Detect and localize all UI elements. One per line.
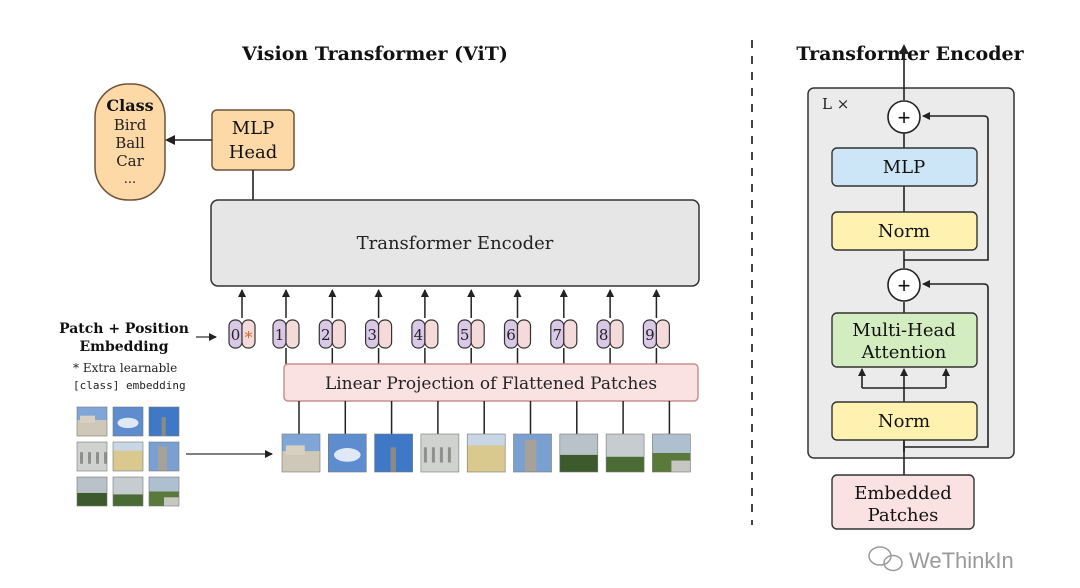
flattened-patch-2 xyxy=(327,433,367,473)
grid-patch-4 xyxy=(76,441,108,472)
token-embedding-pill xyxy=(470,319,485,349)
residual-1 xyxy=(903,280,989,452)
class-box-title: Class xyxy=(106,96,153,115)
class-item-ball: Ball xyxy=(115,134,145,152)
flattened-patch-9 xyxy=(652,433,691,473)
token-embedding-pill xyxy=(378,319,393,349)
norm-block-bottom: Norm xyxy=(831,401,978,441)
transformer-encoder-box: Transformer Encoder xyxy=(210,199,700,287)
mlp-head-box: MLP Head xyxy=(211,109,295,171)
token-number: 7 xyxy=(553,326,563,344)
input-image-grid xyxy=(76,406,180,507)
token-4: 4 xyxy=(411,289,439,364)
class-item-car: Car xyxy=(116,152,144,170)
grid-patch-2 xyxy=(112,406,144,437)
grid-patch-1 xyxy=(76,406,108,437)
attention-block: Multi-Head Attention xyxy=(831,312,978,368)
encoder-detail-title: Transformer Encoder xyxy=(796,43,1024,65)
token-number: 8 xyxy=(599,326,609,344)
token-sequence: 0* 1 2 3 4 5 6 7 8 9 xyxy=(228,289,671,364)
token-number: 0 xyxy=(231,326,241,344)
class-token-marker: * xyxy=(245,328,253,347)
token-embedding-pill xyxy=(609,319,624,349)
token-number: 6 xyxy=(506,326,516,344)
add-circle-bottom: + xyxy=(887,268,921,302)
flattened-patch-1 xyxy=(281,433,321,473)
plus-symbol-top: + xyxy=(898,105,911,130)
vit-title: Vision Transformer (ViT) xyxy=(241,43,508,65)
flattened-patch-row xyxy=(281,433,691,473)
token-number: 2 xyxy=(321,326,331,344)
plus-symbol-bottom: + xyxy=(898,273,911,298)
mlp-label: MLP xyxy=(883,157,926,178)
residual-2 xyxy=(904,112,989,261)
token-embedding-pill xyxy=(655,319,671,349)
token-embedding-pill xyxy=(563,319,578,349)
watermark: WeThinkIn xyxy=(868,546,1014,573)
flattened-patch-6 xyxy=(513,433,552,473)
token-9: 9 xyxy=(642,289,671,364)
token-embedding-pill xyxy=(424,319,439,349)
attention-label-line1: Multi-Head xyxy=(852,320,955,341)
grid-patch-7 xyxy=(76,476,108,507)
mlp-block: MLP xyxy=(831,147,978,187)
class-item-ellipsis: ... xyxy=(124,172,136,187)
embedding-label-line2: Embedding xyxy=(79,339,168,355)
token-6: 6 xyxy=(503,289,532,364)
projection-connectors xyxy=(298,401,671,434)
token-embedding-pill xyxy=(241,319,256,349)
token-2: 2 xyxy=(318,289,346,364)
watermark-text: WeThinkIn xyxy=(909,548,1014,573)
token-3: 3 xyxy=(365,289,393,364)
norm-bottom-label: Norm xyxy=(878,411,930,432)
token-number: 4 xyxy=(414,326,424,344)
token-number: 9 xyxy=(645,326,655,344)
grid-patch-6 xyxy=(148,441,180,472)
flattened-patch-4 xyxy=(420,433,460,473)
token-7: 7 xyxy=(550,289,578,364)
wechat-icon xyxy=(868,546,903,572)
transformer-encoder-label: Transformer Encoder xyxy=(357,233,554,254)
norm-block-top: Norm xyxy=(831,211,978,251)
token-8: 8 xyxy=(596,289,624,364)
token-embedding-pill xyxy=(285,319,300,349)
attention-label-line2: Attention xyxy=(861,342,947,363)
token-1: 1 xyxy=(272,289,300,364)
token-number: 1 xyxy=(275,326,285,344)
flattened-patch-8 xyxy=(605,433,645,473)
embedded-label-line1: Embedded xyxy=(854,483,952,504)
token-5: 5 xyxy=(457,289,485,364)
repeat-label: L × xyxy=(822,95,849,113)
class-item-bird: Bird xyxy=(114,116,147,134)
token-embedding-pill xyxy=(516,319,532,349)
grid-patch-5 xyxy=(112,441,144,472)
grid-patch-3 xyxy=(148,406,180,437)
mlp-head-line2: Head xyxy=(229,142,278,163)
grid-patch-8 xyxy=(112,476,144,507)
flattened-patch-5 xyxy=(466,433,506,473)
norm-top-label: Norm xyxy=(878,221,930,242)
token-0: 0* xyxy=(228,289,256,349)
grid-patch-9 xyxy=(148,476,180,507)
linear-projection-label: Linear Projection of Flattened Patches xyxy=(325,374,657,394)
class-box: Class Bird Ball Car ... xyxy=(94,83,166,201)
embedded-patches-block: Embedded Patches xyxy=(831,474,975,530)
token-embedding-pill xyxy=(331,319,346,349)
embedding-label-line1: Patch + Position xyxy=(59,321,189,337)
token-number: 3 xyxy=(367,326,377,344)
extra-note-line1: * Extra learnable xyxy=(73,361,177,375)
embedded-label-line2: Patches xyxy=(868,505,939,526)
mlp-head-line1: MLP xyxy=(232,118,275,139)
add-circle-top: + xyxy=(887,100,921,134)
flattened-patch-3 xyxy=(374,433,413,473)
linear-projection-box: Linear Projection of Flattened Patches xyxy=(283,363,699,402)
extra-note-line2: [class] embedding xyxy=(73,379,186,392)
token-number: 5 xyxy=(460,326,470,344)
flattened-patch-7 xyxy=(559,433,599,473)
